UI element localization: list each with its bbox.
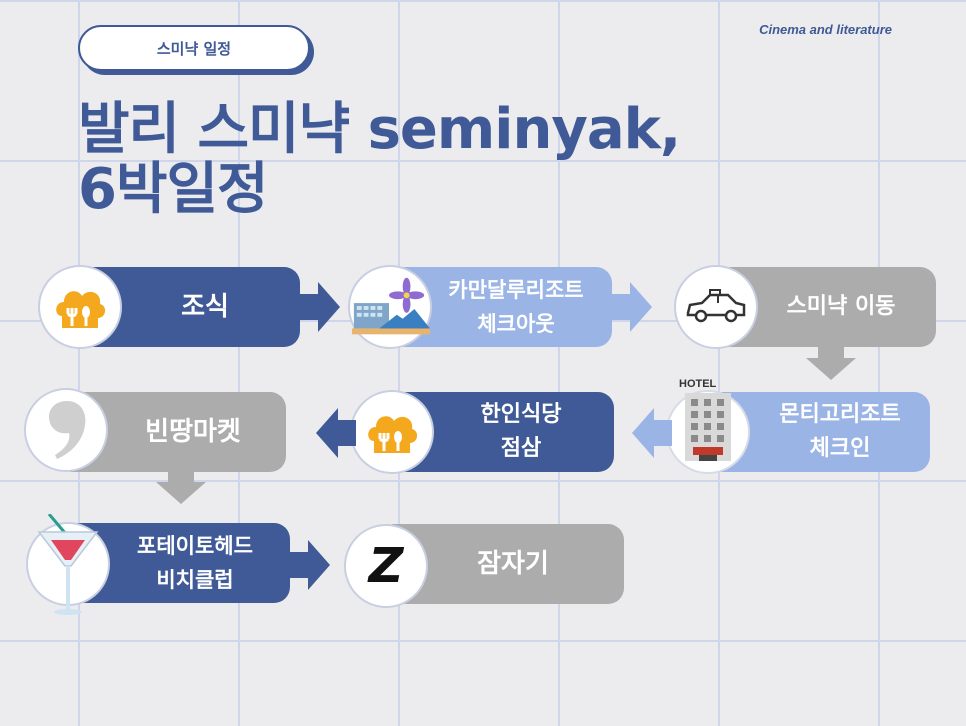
page-title: 발리 스미냑 seminyak, 6박일정 xyxy=(78,97,681,222)
step-checkin-label: 몬티고리조트 체크인 xyxy=(779,402,901,461)
arrow-left-icon xyxy=(316,408,356,458)
step-market-label: 빈땅마켓 xyxy=(145,417,241,447)
step-checkout-label: 카만달루리조트 체크아웃 xyxy=(448,278,584,336)
arrow-right-icon xyxy=(300,282,340,332)
hotel-icon: HOTEL xyxy=(666,378,750,474)
step-sleep-label: 잠자기 xyxy=(477,549,549,579)
arrow-right-icon xyxy=(612,282,652,332)
step-move-label: 스미냑 이동 xyxy=(786,294,896,319)
arrow-left-icon xyxy=(632,408,672,458)
step-market: 빈땅마켓 xyxy=(70,392,286,472)
arrow-down-icon xyxy=(156,468,206,504)
arrow-down-icon xyxy=(806,344,856,380)
breakfast-icon xyxy=(38,265,122,349)
step-checkin: 몬티고리조트 체크인 xyxy=(720,392,930,472)
title-line-2: 6박일정 xyxy=(78,157,269,222)
hotel-sign-text: HOTEL xyxy=(679,378,717,390)
schedule-tag: 스미냑 일정 xyxy=(78,25,310,71)
step-breakfast-label: 조식 xyxy=(181,292,229,322)
step-checkout: 카만달루리조트 체크아웃 xyxy=(390,267,612,347)
cocktail-icon xyxy=(26,514,110,615)
resort-icon xyxy=(348,265,432,349)
sleep-z-icon: Z xyxy=(344,524,428,608)
car-icon xyxy=(674,265,758,349)
top-right-caption: Cinema and literature xyxy=(759,22,892,37)
lunch-icon xyxy=(350,390,434,474)
step-lunch-label: 한인식당 점삼 xyxy=(480,402,562,461)
comma-icon xyxy=(24,388,108,472)
step-sleep: 잠자기 xyxy=(392,524,624,604)
schedule-tag-label: 스미냑 일정 xyxy=(156,39,232,58)
step-beachclub-label: 포테이토헤드 비치클럽 xyxy=(137,534,253,592)
title-line-1: 발리 스미냑 seminyak, xyxy=(78,97,681,162)
step-lunch: 한인식당 점삼 xyxy=(398,392,614,472)
arrow-right-icon xyxy=(290,540,330,590)
z-glyph: Z xyxy=(368,538,404,594)
